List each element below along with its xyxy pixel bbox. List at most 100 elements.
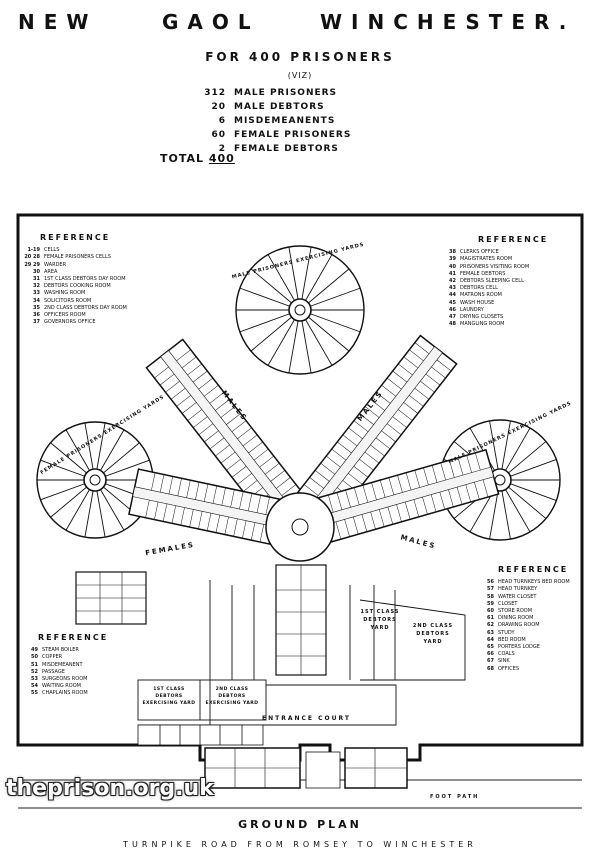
- cell-partition: [388, 477, 395, 495]
- entrance-offices: [137, 724, 264, 746]
- gateway: [305, 751, 341, 789]
- exercising-yard-wheel: [439, 419, 561, 541]
- cell-partition: [215, 514, 220, 533]
- cell-partition: [414, 470, 420, 488]
- cell-partition: [439, 492, 446, 510]
- cell-partition: [226, 458, 241, 471]
- cell-partition: [212, 485, 217, 504]
- cell-partition: [344, 519, 350, 537]
- cell-partition: [209, 392, 225, 404]
- cell-wing: [128, 468, 306, 551]
- cell-partition: [215, 399, 230, 411]
- cell-partition: [247, 493, 253, 511]
- cell-partition: [224, 516, 229, 535]
- cell-partition: [353, 466, 369, 478]
- cell-partition: [231, 420, 247, 432]
- cell-partition: [270, 470, 286, 482]
- cell-partition: [436, 359, 452, 372]
- cell-partition: [404, 501, 411, 520]
- cell-partition: [381, 430, 396, 443]
- cell-partition: [250, 522, 256, 541]
- reference-heading: REFERENCE: [38, 633, 109, 642]
- cell-partition: [387, 506, 394, 525]
- cell-partition: [414, 342, 430, 354]
- cell-partition: [195, 481, 200, 500]
- cell-partition: [203, 483, 209, 502]
- yard-label-1st-debtors-exercise: 1ST CLASS DEBTORS EXERCISING YARD: [142, 687, 196, 706]
- cell-partition: [189, 509, 194, 528]
- cell-partition: [186, 480, 191, 498]
- yard-label-1st-debtors: 1ST CLASS DEBTORS YARD: [360, 609, 400, 631]
- cell-partition: [345, 489, 351, 508]
- cell-partition: [193, 416, 208, 428]
- cell-partition: [359, 413, 374, 425]
- subtitle: FOR 400 PRISONERS: [205, 50, 395, 64]
- cell-partition: [265, 496, 270, 515]
- title-word-new: NEW: [18, 10, 98, 34]
- cell-partition: [303, 484, 319, 496]
- cell-partition: [331, 448, 347, 461]
- cell-partition: [177, 478, 182, 496]
- cell-partition: [221, 487, 226, 506]
- cell-partition: [448, 489, 454, 508]
- cell-partition: [165, 380, 180, 393]
- foot-path-label: FOOT PATH: [430, 794, 480, 800]
- cell-partition: [198, 377, 214, 390]
- cell-partition: [353, 420, 369, 432]
- cell-partition: [206, 513, 212, 531]
- cell-partition: [215, 444, 230, 457]
- cell-partition: [154, 366, 169, 379]
- cell-wing: [145, 338, 320, 543]
- cell-partition: [430, 494, 437, 512]
- cell-partition: [237, 427, 252, 440]
- cell-partition: [168, 476, 173, 495]
- cell-partition: [431, 366, 446, 379]
- cell-partition: [176, 349, 191, 362]
- cell-partition: [253, 448, 269, 461]
- reference-heading: REFERENCE: [478, 235, 549, 244]
- cell-partition: [364, 451, 380, 464]
- cell-partition: [409, 395, 424, 407]
- cell-partition: [198, 511, 203, 529]
- cell-partition: [405, 472, 412, 491]
- yard-label-2nd-debtors-exercise: 2ND CLASS DEBTORS EXERCISING YARD: [205, 687, 259, 706]
- cell-partition: [403, 356, 419, 369]
- cell-partition: [181, 356, 197, 369]
- cell-partition: [162, 503, 168, 522]
- cell-partition: [180, 507, 185, 526]
- total: TOTAL 400: [160, 152, 235, 165]
- cell-partition: [309, 477, 324, 489]
- cell-partition: [396, 504, 402, 522]
- cell-partition: [348, 427, 363, 440]
- exercising-yard-wheel: [235, 245, 365, 375]
- cell-partition: [403, 402, 419, 414]
- cell-partition: [337, 441, 352, 454]
- cell-partition: [420, 380, 435, 393]
- cell-partition: [397, 475, 403, 493]
- cell-partition: [362, 484, 369, 503]
- laundry-annex: [75, 571, 147, 625]
